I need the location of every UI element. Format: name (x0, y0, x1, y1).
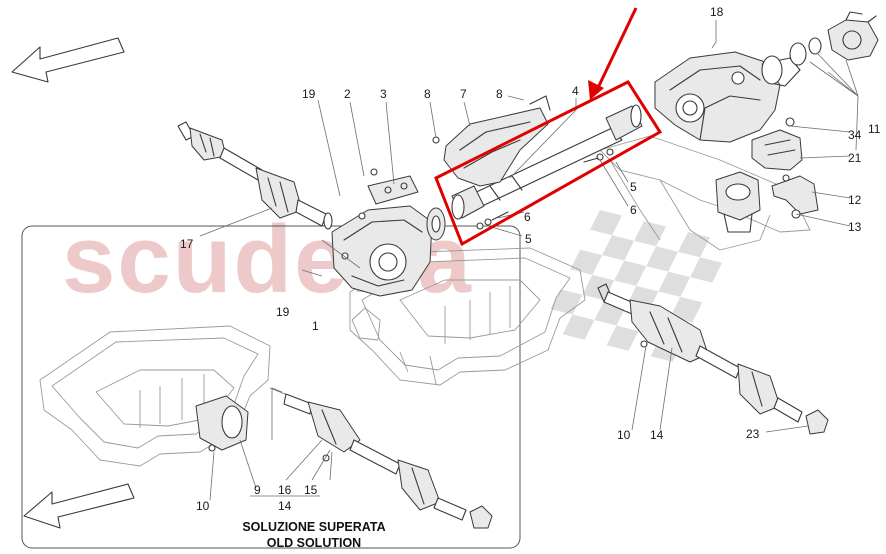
watermark-checker (550, 210, 723, 362)
callout-21: 21 (848, 151, 862, 165)
checker-square (590, 210, 622, 236)
checker-square (646, 246, 679, 272)
inset-drive-shaft (269, 387, 493, 529)
checker-square (614, 260, 647, 286)
callout-18: 18 (710, 5, 724, 19)
callout-10b: 10 (617, 428, 631, 442)
callout-16: 16 (278, 483, 292, 497)
inset-intermediate-bearing (195, 395, 249, 452)
callout-34: 34 (848, 128, 862, 142)
inset-caption-italian: SOLUZIONE SUPERATA (242, 520, 385, 534)
checker-square (602, 235, 635, 261)
callout-11: 11 (868, 122, 881, 136)
mount-bracket (771, 174, 819, 219)
checker-square (678, 232, 710, 258)
checker-square (670, 296, 703, 323)
front-differential (331, 168, 446, 297)
old-solution-inset-frame (21, 225, 521, 549)
oil-sump-main (349, 247, 586, 386)
right-drive-shaft (597, 283, 829, 435)
front-subframe (599, 135, 811, 251)
callout-labels: 1 2 3 4 5 5 6 6 7 8 8 9 10 10 11 12 13 1… (180, 5, 881, 513)
callout-9: 9 (254, 483, 261, 497)
callout-8b: 8 (496, 87, 503, 101)
callout-13: 13 (848, 220, 862, 234)
direction-arrow-icon (11, 37, 125, 83)
checker-square (658, 271, 691, 297)
engine-mount (715, 171, 761, 233)
direction-arrow-icon (23, 483, 135, 529)
callout-12: 12 (848, 193, 862, 207)
callout-6a: 6 (630, 203, 637, 217)
checker-square (570, 249, 603, 275)
callout-15: 15 (304, 483, 318, 497)
checker-square (550, 289, 583, 315)
checker-square (606, 325, 639, 351)
checker-square (634, 221, 666, 247)
callout-17: 17 (180, 237, 194, 251)
callout-6b: 6 (524, 210, 531, 224)
callout-14b: 14 (650, 428, 664, 442)
callout-2: 2 (344, 87, 351, 101)
callout-19a: 19 (302, 87, 316, 101)
checker-square (562, 314, 595, 340)
callout-1: 1 (312, 319, 319, 333)
callout-8a: 8 (424, 87, 431, 101)
leader-lines (199, 20, 859, 501)
checker-square (690, 257, 723, 283)
callout-5b: 5 (525, 232, 532, 246)
callout-14a: 14 (278, 499, 292, 513)
inset-caption-english: OLD SOLUTION (267, 536, 361, 550)
highlight-arrow-icon (588, 7, 638, 100)
left-drive-shaft (177, 121, 333, 230)
callout-5a: 5 (630, 180, 637, 194)
inset-oil-sump (39, 325, 271, 467)
callout-4: 4 (572, 84, 579, 98)
callout-19b: 19 (276, 305, 290, 319)
highlight-frame (434, 80, 663, 247)
callout-7: 7 (460, 87, 467, 101)
propeller-shaft (451, 104, 643, 230)
transfer-case (654, 11, 879, 143)
callout-3: 3 (380, 87, 387, 101)
callout-23: 23 (746, 427, 760, 441)
callout-10a: 10 (196, 499, 210, 513)
transfer-actuator (751, 117, 803, 171)
